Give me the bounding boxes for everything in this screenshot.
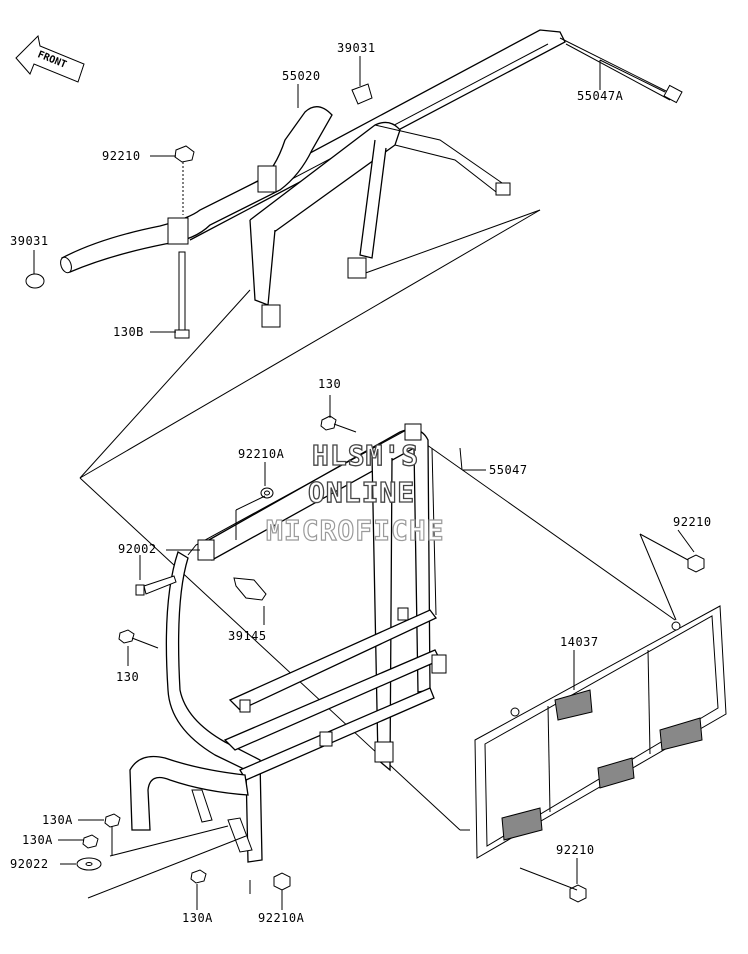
washer-92022 (76, 857, 102, 871)
nut-92210A-bottom (273, 872, 291, 891)
bolt-130B (174, 251, 190, 339)
label-130-mid: 130 (318, 377, 341, 391)
cap-39031-left (25, 273, 45, 289)
label-39031-left: 39031 (10, 234, 49, 248)
nut-92210A-mid (260, 487, 274, 499)
label-130A-b: 130A (22, 833, 53, 847)
label-92210A-bottom: 92210A (258, 911, 305, 925)
label-130B: 130B (113, 325, 144, 339)
bolt-92002 (135, 575, 177, 596)
nut-92210-right (687, 554, 705, 573)
nut-92210-bottom (569, 884, 587, 903)
label-39145: 39145 (228, 629, 267, 643)
bolt-130-mid (320, 415, 357, 433)
upper-leader-lines (33, 56, 666, 333)
label-130-left: 130 (116, 670, 139, 684)
watermark-line-3: MICROFICHE (266, 514, 445, 547)
label-14037: 14037 (560, 635, 599, 649)
label-55047: 55047 (489, 463, 528, 477)
bolt-130A-b (82, 834, 99, 849)
guard-net-14037 (474, 605, 727, 859)
label-92210-right: 92210 (673, 515, 712, 529)
guard-frame-55047 (129, 423, 447, 863)
nut-92210-top (174, 145, 195, 163)
label-39031-top: 39031 (337, 41, 376, 55)
watermark-line-1: HLSM'S (312, 439, 419, 472)
label-92022: 92022 (10, 857, 49, 871)
watermark-line-2: ONLINE (308, 476, 415, 509)
label-55020: 55020 (282, 69, 321, 83)
label-130A-a: 130A (42, 813, 73, 827)
front-arrow-icon: FRONT (15, 34, 85, 83)
bolt-130A-a (104, 813, 121, 856)
lower-leader-lines (58, 395, 695, 910)
label-92002: 92002 (118, 542, 157, 556)
watermark: HLSM'S ONLINE MICROFICHE (265, 438, 445, 547)
bolt-130-left (118, 629, 159, 649)
cap-39031-top (351, 83, 373, 105)
label-55047A: 55047A (577, 89, 624, 103)
label-92210-bottom: 92210 (556, 843, 595, 857)
upper-frame-rails (169, 29, 683, 328)
part-labels: 39031 55020 55047A 92210 39031 130B 130 … (10, 41, 712, 925)
bolt-130A-bottom (190, 869, 207, 884)
label-92210-top: 92210 (102, 149, 141, 163)
upper-plane-lines (79, 209, 541, 479)
label-130A-bottom: 130A (182, 911, 213, 925)
bracket-39145 (233, 577, 267, 601)
grab-bar-55020 (60, 106, 333, 274)
label-92210A-mid: 92210A (238, 447, 285, 461)
